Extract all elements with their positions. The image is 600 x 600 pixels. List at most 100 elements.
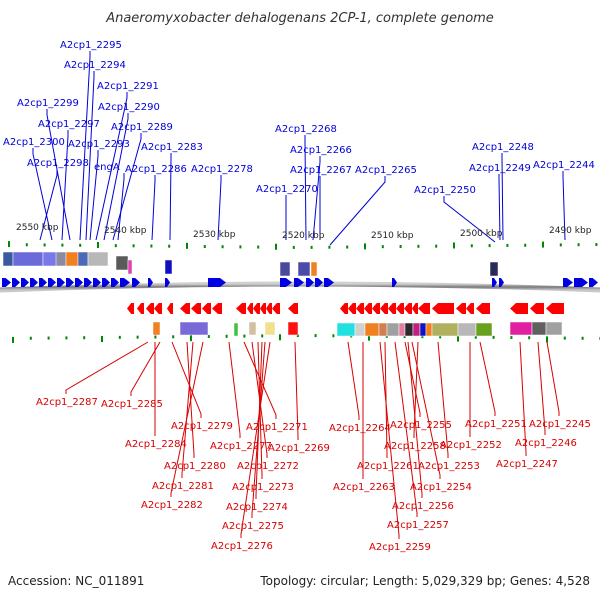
gene-label[interactable]: A2cp1_2252 — [440, 440, 502, 451]
gene-arrow[interactable] — [266, 303, 272, 314]
gene-arrow[interactable] — [492, 278, 497, 287]
gene-arrow[interactable] — [466, 303, 474, 314]
gene-arrow[interactable] — [253, 303, 260, 314]
gene-label[interactable]: engA — [94, 162, 120, 173]
feature-box[interactable] — [12, 251, 44, 267]
gene-arrow[interactable] — [530, 303, 544, 314]
gene-arrow[interactable] — [280, 278, 292, 287]
feature-box[interactable] — [412, 322, 421, 337]
gene-label[interactable]: A2cp1_2283 — [141, 142, 203, 153]
gene-arrow[interactable] — [111, 278, 119, 287]
gene-arrow[interactable] — [392, 278, 397, 287]
gene-label[interactable]: A2cp1_2249 — [469, 163, 531, 174]
feature-box[interactable] — [354, 322, 366, 337]
gene-arrow[interactable] — [154, 303, 162, 314]
gene-arrow[interactable] — [132, 278, 140, 287]
gene-arrow[interactable] — [418, 303, 430, 314]
gene-arrow[interactable] — [294, 278, 304, 287]
gene-label[interactable]: A2cp1_2281 — [152, 481, 214, 492]
gene-label[interactable]: A2cp1_2245 — [529, 419, 591, 430]
gene-label[interactable]: A2cp1_2266 — [290, 145, 352, 156]
feature-box[interactable] — [378, 322, 388, 337]
feature-box[interactable] — [264, 321, 276, 336]
gene-label[interactable]: A2cp1_2290 — [98, 102, 160, 113]
feature-box[interactable] — [509, 321, 533, 336]
gene-label[interactable]: A2cp1_2289 — [111, 122, 173, 133]
gene-arrow[interactable] — [456, 303, 466, 314]
gene-arrow[interactable] — [93, 278, 101, 287]
gene-label[interactable]: A2cp1_2259 — [369, 542, 431, 553]
gene-arrow[interactable] — [412, 303, 418, 314]
gene-arrow[interactable] — [324, 278, 334, 287]
gene-arrow[interactable] — [191, 303, 201, 314]
gene-label[interactable]: A2cp1_2297 — [38, 119, 100, 130]
gene-arrow[interactable] — [30, 278, 38, 287]
gene-arrow[interactable] — [476, 303, 490, 314]
gene-label[interactable]: A2cp1_2285 — [101, 399, 163, 410]
gene-arrow[interactable] — [272, 303, 280, 314]
gene-arrow[interactable] — [39, 278, 47, 287]
gene-arrow[interactable] — [306, 278, 314, 287]
gene-arrow[interactable] — [510, 303, 528, 314]
gene-label[interactable]: A2cp1_2250 — [414, 185, 476, 196]
feature-box[interactable] — [364, 322, 380, 337]
gene-label[interactable]: A2cp1_2253 — [418, 461, 480, 472]
gene-label[interactable]: A2cp1_2258 — [384, 441, 446, 452]
gene-arrow[interactable] — [48, 278, 56, 287]
gene-label[interactable]: A2cp1_2269 — [268, 443, 330, 454]
gene-arrow[interactable] — [137, 303, 144, 314]
feature-box[interactable] — [545, 321, 563, 336]
feature-box[interactable] — [310, 261, 318, 277]
feature-box[interactable] — [404, 322, 414, 337]
feature-box[interactable] — [398, 322, 406, 337]
gene-arrow[interactable] — [499, 278, 504, 287]
gene-label[interactable]: A2cp1_2272 — [237, 461, 299, 472]
gene-arrow[interactable] — [340, 303, 348, 314]
gene-label[interactable]: A2cp1_2295 — [60, 40, 122, 51]
feature-box[interactable] — [77, 251, 89, 267]
gene-arrow[interactable] — [102, 278, 110, 287]
gene-arrow[interactable] — [372, 303, 380, 314]
gene-label[interactable]: A2cp1_2261 — [357, 461, 419, 472]
gene-label[interactable]: A2cp1_2284 — [125, 439, 187, 450]
feature-box[interactable] — [179, 321, 209, 336]
feature-box[interactable] — [431, 322, 459, 337]
gene-label[interactable]: A2cp1_2265 — [355, 165, 417, 176]
gene-label[interactable]: A2cp1_2278 — [191, 164, 253, 175]
feature-box[interactable] — [425, 322, 433, 337]
gene-label[interactable]: A2cp1_2248 — [472, 142, 534, 153]
gene-arrow[interactable] — [546, 303, 564, 314]
gene-label[interactable]: A2cp1_2298 — [27, 158, 89, 169]
feature-box[interactable] — [386, 322, 400, 337]
feature-box[interactable] — [115, 255, 129, 271]
gene-arrow[interactable] — [12, 278, 20, 287]
feature-box[interactable] — [87, 251, 109, 267]
gene-arrow[interactable] — [380, 303, 388, 314]
gene-arrow[interactable] — [165, 278, 170, 287]
feature-box[interactable] — [152, 321, 161, 336]
gene-label[interactable]: A2cp1_2264 — [329, 423, 391, 434]
feature-box[interactable] — [457, 322, 477, 337]
gene-label[interactable]: A2cp1_2246 — [515, 438, 577, 449]
feature-box[interactable] — [127, 259, 133, 275]
gene-arrow[interactable] — [2, 278, 11, 287]
feature-box[interactable] — [279, 261, 291, 277]
gene-label[interactable]: A2cp1_2299 — [17, 98, 79, 109]
gene-arrow[interactable] — [364, 303, 372, 314]
gene-label[interactable]: A2cp1_2273 — [232, 482, 294, 493]
gene-label[interactable]: A2cp1_2263 — [333, 482, 395, 493]
gene-arrow[interactable] — [127, 303, 134, 314]
gene-arrow[interactable] — [84, 278, 92, 287]
feature-box[interactable] — [248, 321, 257, 336]
gene-label[interactable]: A2cp1_2294 — [64, 60, 126, 71]
gene-label[interactable]: A2cp1_2291 — [97, 81, 159, 92]
gene-arrow[interactable] — [66, 278, 74, 287]
feature-box[interactable] — [419, 322, 427, 337]
gene-arrow[interactable] — [21, 278, 29, 287]
feature-box[interactable] — [287, 321, 299, 336]
gene-label[interactable]: A2cp1_2280 — [164, 461, 226, 472]
gene-arrow[interactable] — [589, 278, 598, 287]
gene-label[interactable]: A2cp1_2300 — [3, 137, 65, 148]
gene-label[interactable]: A2cp1_2282 — [141, 500, 203, 511]
gene-label[interactable]: A2cp1_2275 — [222, 521, 284, 532]
